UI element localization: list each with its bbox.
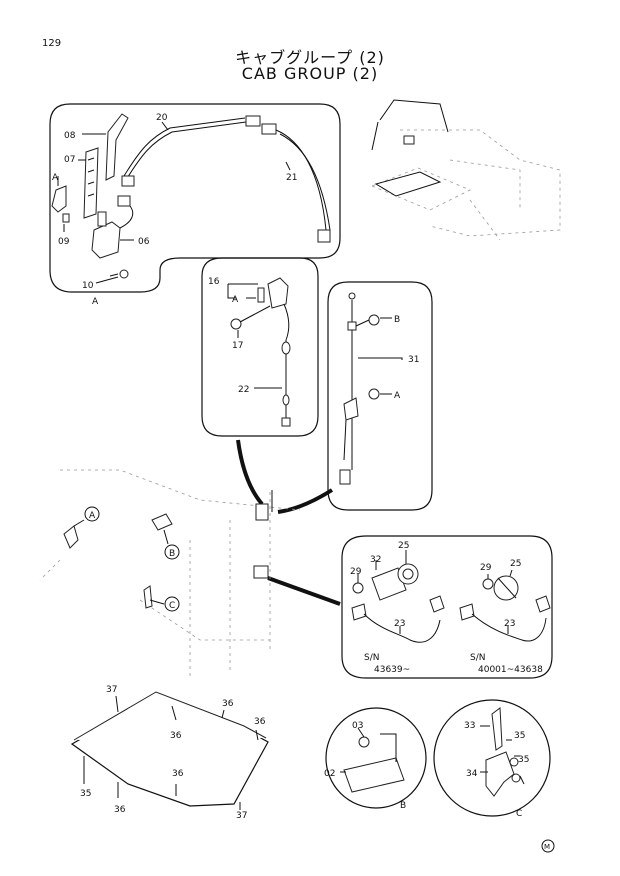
cab-frame-sketch [39, 469, 301, 680]
callout-33: 33 [464, 721, 475, 731]
callout-37-a: 37 [106, 685, 117, 695]
title-english: CAB GROUP (2) [241, 64, 379, 83]
detail-b-parts [340, 727, 405, 793]
detail-c-parts [480, 707, 525, 797]
callout-a-2: A [92, 297, 99, 307]
callout-b-1: B [394, 315, 400, 325]
panel-cable-31-parts [339, 292, 403, 485]
serial-label-1: S/N [364, 653, 379, 663]
title-japanese: キャブグループ (2) [235, 48, 385, 67]
ref-c-group [143, 585, 180, 612]
callout-a-5: A [89, 511, 96, 521]
callout-35-c: 35 [518, 755, 529, 765]
heavy-leader-sensor [267, 576, 341, 606]
callout-25-a: 25 [398, 541, 409, 551]
panel-cable-31-frame [327, 281, 433, 511]
detail-circle-c [433, 699, 551, 817]
callout-c-1: C [169, 601, 175, 611]
serial-range-2: 40001~43638 [478, 665, 543, 675]
heavy-leader-cable-31 [277, 488, 334, 514]
ref-b-group [151, 513, 180, 560]
callout-34: 34 [466, 769, 478, 779]
callout-36-e: 36 [172, 769, 184, 779]
callout-b-3: B [400, 801, 406, 811]
callout-a-1: A [52, 173, 59, 183]
callout-09: 09 [58, 237, 70, 247]
callout-20: 20 [156, 113, 168, 123]
callout-36-b: 36 [254, 717, 266, 727]
callout-23-a: 23 [394, 619, 405, 629]
callout-29-b: 29 [480, 563, 492, 573]
callout-31: 31 [408, 355, 419, 365]
heavy-leader-cable-16 [236, 439, 264, 506]
callout-29-a: 29 [350, 567, 362, 577]
callout-21: 21 [286, 173, 297, 183]
callout-b-2: B [169, 549, 175, 559]
callout-32: 32 [370, 555, 381, 565]
panel-cable-16-frame [201, 257, 319, 437]
m-mark-circle [541, 839, 555, 853]
cab-roof-sketch [370, 99, 561, 241]
panel-sensor-parts [351, 550, 551, 643]
panel-a-leaders [57, 121, 291, 284]
callout-35: 35 [80, 789, 91, 799]
serial-range-1: 43639~ [374, 665, 410, 675]
floor-mat-strips [70, 691, 269, 810]
callout-17: 17 [232, 341, 243, 351]
page-number: 129 [42, 38, 62, 49]
serial-label-2: S/N [470, 653, 485, 663]
callout-07: 07 [64, 155, 75, 165]
callout-10: 10 [82, 281, 94, 291]
detail-circle-b [325, 707, 427, 809]
callout-03: 03 [352, 721, 363, 731]
callout-37-b: 37 [236, 811, 247, 821]
callout-35-b: 35 [514, 731, 525, 741]
callout-23-b: 23 [504, 619, 515, 629]
panel-a-frame [49, 103, 341, 293]
callout-36-a: 36 [222, 699, 234, 709]
callout-a-4: A [394, 391, 401, 401]
callout-22: 22 [238, 385, 249, 395]
callout-36-d: 36 [114, 805, 126, 815]
callout-06: 06 [138, 237, 150, 247]
callout-36-c: 36 [170, 731, 182, 741]
callout-16: 16 [208, 277, 220, 287]
callout-a-3: A [232, 295, 239, 305]
callout-c-2: C [516, 809, 522, 819]
callout-25-b: 25 [510, 559, 521, 569]
panel-a-parts [51, 113, 331, 279]
callout-08: 08 [64, 131, 76, 141]
callout-02: 02 [324, 769, 335, 779]
panel-sensor-frame [341, 535, 553, 679]
ref-a-group [63, 506, 100, 549]
panel-cable-16-parts [227, 277, 291, 427]
m-mark: M [544, 843, 550, 851]
